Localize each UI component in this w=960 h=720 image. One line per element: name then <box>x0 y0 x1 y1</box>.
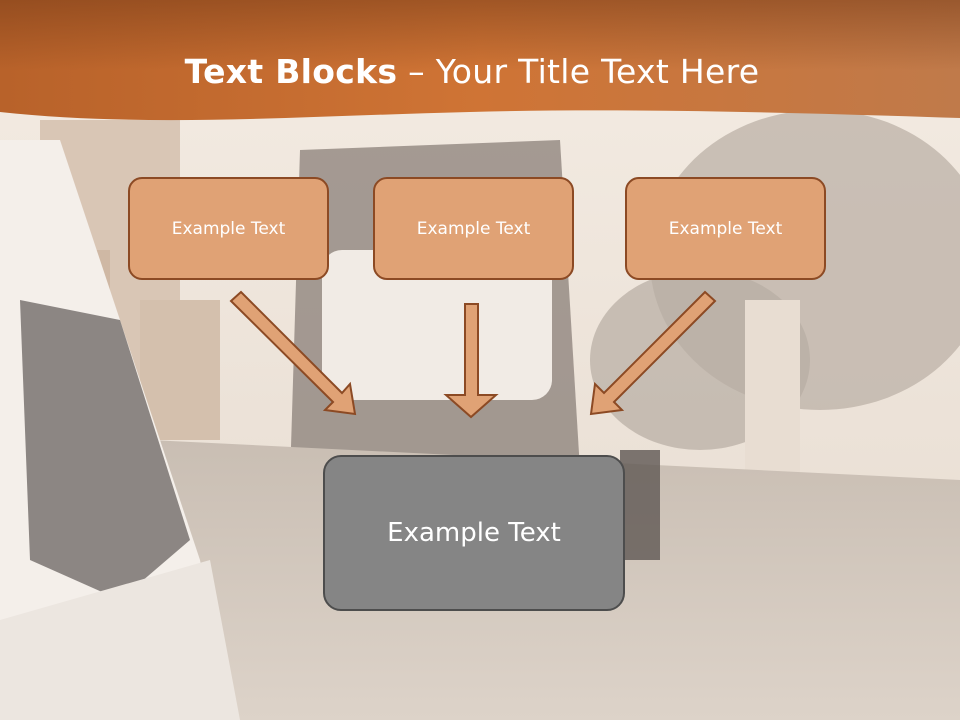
text-block-2-label: Example Text <box>416 218 531 239</box>
arrow-center <box>443 303 499 419</box>
arrow-right <box>589 290 717 416</box>
main-text-block[interactable]: Example Text <box>323 455 625 611</box>
arrow-left <box>229 290 357 416</box>
text-block-1[interactable]: Example Text <box>128 177 329 280</box>
title-bold: Text Blocks <box>184 52 398 91</box>
text-block-2[interactable]: Example Text <box>373 177 574 280</box>
slide-title: Text Blocks – Your Title Text Here <box>0 52 944 91</box>
title-dash: – <box>397 52 436 91</box>
main-text-block-label: Example Text <box>387 518 561 548</box>
text-block-3-label: Example Text <box>668 218 783 239</box>
text-block-1-label: Example Text <box>171 218 286 239</box>
text-block-3[interactable]: Example Text <box>625 177 826 280</box>
title-rest: Your Title Text Here <box>435 52 760 91</box>
